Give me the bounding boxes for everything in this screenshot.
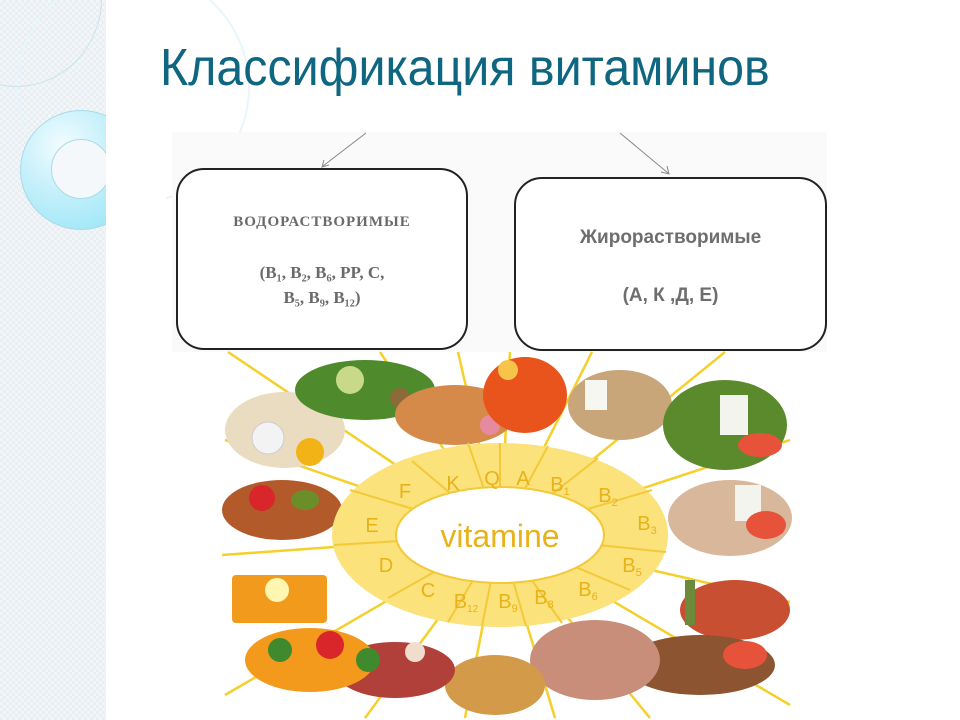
decorative-donut-hole	[51, 139, 111, 199]
wheel-center-label: vitamine	[440, 518, 559, 554]
segment-Q: Q	[484, 468, 500, 490]
segment-E: E	[365, 515, 378, 537]
food-image-nuts-fruits	[222, 480, 342, 540]
segment-A: A	[516, 468, 530, 490]
food-image-carrots	[483, 357, 567, 433]
food-images	[222, 357, 792, 715]
ring-segment-labels: F K Q A B1 B2 B3 B5 B6 B8 B9 B12 C D E	[365, 468, 656, 615]
fat-soluble-title: Жирорастворимые	[579, 227, 762, 248]
vitamin-ring-center	[395, 486, 605, 584]
water-soluble-list-line1: (B₁, B₂, B₆, PP, C,	[259, 263, 385, 282]
vitamin-wheel: vitamine F K Q A B1 B2 B3 B5 B6 B8 B9 B1…	[221, 350, 792, 719]
water-soluble-title: ВОДОРАСТВОРИМЫЕ	[233, 214, 411, 230]
segment-C: C	[421, 580, 435, 602]
food-image-milk-bread	[568, 370, 672, 440]
arrow-to-water-soluble-icon	[321, 132, 367, 168]
food-image-fruits	[245, 628, 375, 692]
arrow-to-fat-soluble-icon	[619, 132, 670, 175]
slide-title: Классификация витаминов	[160, 39, 770, 97]
fat-soluble-box: Жирорастворимые (А, К ,Д, Е)	[514, 177, 827, 351]
segment-F: F	[399, 481, 411, 503]
slide-content-background	[106, 0, 166, 720]
segment-D: D	[379, 555, 393, 577]
food-image-asparagus	[680, 580, 790, 640]
water-soluble-box: ВОДОРАСТВОРИМЫЕ (B₁, B₂, B₆, PP, C, B₅, …	[176, 168, 468, 350]
water-soluble-list: (B₁, B₂, B₆, PP, C, B₅, B₉, B₁₂)	[178, 260, 466, 310]
water-soluble-list-line2: B₅, B₉, B₁₂)	[283, 288, 361, 307]
fat-soluble-list: (А, К ,Д, Е)	[622, 285, 719, 306]
segment-K: K	[446, 473, 460, 495]
food-image-meats	[530, 620, 660, 700]
food-image-pasta	[445, 655, 545, 715]
